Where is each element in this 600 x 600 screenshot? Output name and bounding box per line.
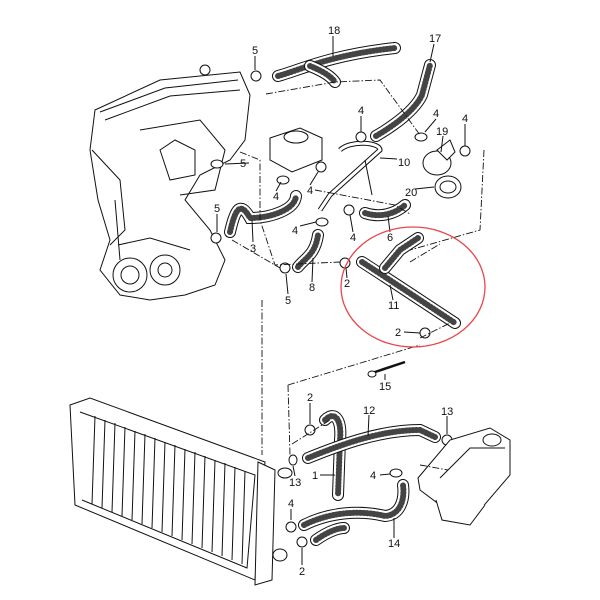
hose-11 [356,232,461,329]
part-20-ring [434,175,462,199]
callout-4: 4 [288,498,294,510]
callout-4: 4 [358,105,364,117]
callout-12: 12 [363,405,375,417]
thermostat-housing [269,127,323,173]
callout-6: 6 [387,232,393,244]
assembly-lines [231,79,485,471]
callout-4: 4 [462,113,468,125]
callout-5: 5 [214,203,220,215]
callout-4: 4 [292,225,298,237]
callout-2: 2 [395,327,401,339]
callout-5: 5 [252,45,258,57]
hose-3 [224,190,302,238]
callout-14: 14 [388,538,400,550]
expansion-tank [417,427,511,526]
bolt-15 [367,360,406,378]
callout-3: 3 [250,243,256,255]
hoses-lower [298,410,441,546]
callout-4: 4 [307,185,313,197]
callout-11: 11 [388,300,399,312]
callout-8: 8 [309,282,315,294]
callout-4: 4 [370,470,376,482]
callout-2: 2 [344,278,350,290]
callout-20: 20 [405,187,417,199]
callout-13: 13 [441,406,453,418]
hose-17 [370,59,436,142]
callout-19: 19 [436,126,448,138]
callout-labels: 18 17 5 4 4 19 4 10 5 4 4 20 5 3 4 4 6 2… [214,25,468,578]
callout-1: 1 [312,470,318,482]
callout-4: 4 [273,191,279,203]
callout-10: 10 [398,157,410,169]
callout-2: 2 [307,392,313,404]
callout-5: 5 [285,295,291,307]
radiator [69,397,293,586]
hoses-upper [224,42,461,329]
callout-18: 18 [328,25,340,37]
highlight-circle [340,226,486,348]
hose-18 [272,42,401,88]
callout-13: 13 [289,477,301,489]
hose-6 [359,199,411,222]
engine-block [89,64,251,301]
callout-15: 15 [379,381,391,393]
hose-8 [292,229,324,273]
callout-17: 17 [429,33,441,45]
callout-4: 4 [350,232,356,244]
hose-stub [310,522,350,546]
leader-lines [216,36,466,565]
pipe-10 [317,140,383,212]
hose-clamps [210,70,471,548]
callout-2: 2 [299,566,305,578]
part-19-housing [422,139,456,176]
callout-4: 4 [433,108,439,120]
callout-5: 5 [240,158,246,170]
hose-12 [302,423,441,464]
hose-14 [298,479,410,531]
